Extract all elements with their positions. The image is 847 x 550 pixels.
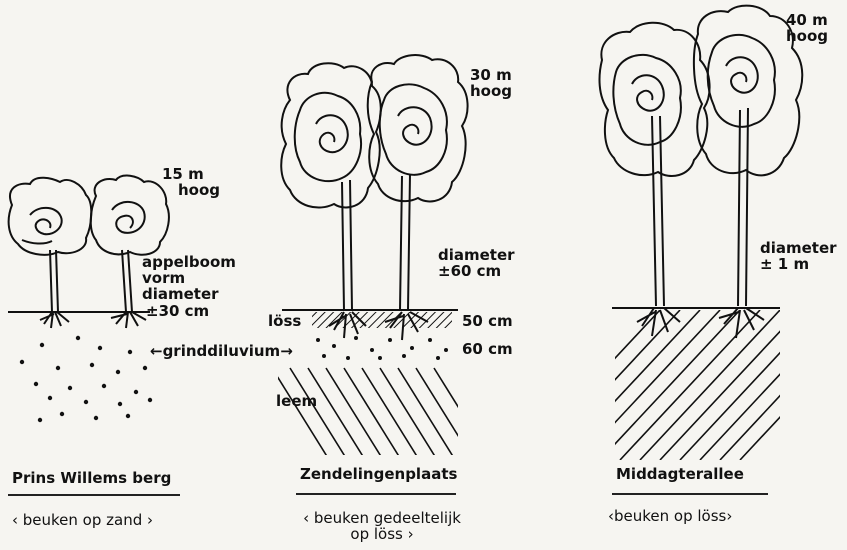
- caption-title-panel-2: Zendelingenplaats: [300, 466, 457, 482]
- crown-swirl: [316, 115, 348, 152]
- diameter-word: diameter: [142, 286, 236, 302]
- caption-subtitle-panel-1: ‹ beuken op zand ›: [12, 512, 153, 528]
- crown-outline: [91, 176, 169, 255]
- diameter-value: ± 1 m: [760, 256, 837, 272]
- crown-ring: [613, 55, 681, 145]
- crown-ring: [295, 93, 361, 181]
- crown-swirl: [726, 57, 758, 92]
- crown-swirl: [30, 208, 62, 234]
- height-unit-word: hoog: [470, 83, 512, 99]
- diameter-word: diameter: [438, 247, 515, 263]
- height-value: 15 m: [162, 166, 220, 182]
- height-unit-word: hoog: [162, 182, 220, 198]
- trunk: [400, 174, 410, 310]
- caption-subtitle-panel-2: ‹ beuken gedeeltelijk op löss ›: [282, 510, 482, 542]
- diameter-value: ±60 cm: [438, 263, 515, 279]
- tree-tall-right: [694, 6, 802, 338]
- crown-outline: [9, 178, 92, 255]
- caption-rule-panel-1: [8, 494, 180, 496]
- height-unit-word: hoog: [786, 28, 828, 44]
- shape-word: appelboom: [142, 254, 236, 270]
- crown-outline: [600, 23, 710, 176]
- caption-subtitle-panel-3: ‹beuken op löss›: [608, 508, 732, 524]
- leem-hatching: [272, 368, 490, 458]
- layer-label-leem: leem: [276, 393, 317, 409]
- crown-swirl: [632, 75, 664, 110]
- loss-layer: [312, 312, 452, 328]
- trunk: [342, 180, 352, 310]
- loss-hatching: [520, 310, 847, 460]
- tree-medium-left: [281, 63, 381, 338]
- tree-medium-right: [368, 55, 468, 340]
- diameter-word: diameter: [760, 240, 837, 256]
- soil-label-gravel: ←grinddiluvium→: [150, 343, 293, 359]
- diameter-value: ±30 cm: [142, 303, 236, 319]
- height-value: 40 m: [786, 12, 828, 28]
- shape-word-2: vorm: [142, 270, 236, 286]
- roots: [40, 312, 69, 328]
- caption-rule-panel-3: [612, 493, 768, 495]
- crown-swirl: [112, 202, 145, 233]
- height-label-panel-1: 15 m hoog: [162, 166, 220, 198]
- crown-ring: [708, 35, 775, 127]
- height-value: 30 m: [470, 67, 512, 83]
- diameter-label-panel-2: diameter ±60 cm: [438, 247, 515, 279]
- diameter-label-panel-1: appelboom vorm diameter ±30 cm: [142, 254, 236, 319]
- layer-label-loss: löss: [268, 313, 301, 329]
- roots: [111, 312, 146, 328]
- trunk: [122, 250, 132, 312]
- subtitle-line-2: op löss ›: [282, 526, 482, 542]
- tree-small-left: [9, 178, 92, 328]
- trunk: [50, 250, 58, 312]
- diameter-label-panel-3: diameter ± 1 m: [760, 240, 837, 272]
- depth-label-60: 60 cm: [462, 341, 513, 357]
- crown-swirl: [398, 107, 432, 144]
- depth-label-50: 50 cm: [462, 313, 513, 329]
- crown-ring: [380, 84, 447, 174]
- caption-rule-panel-2: [296, 493, 456, 495]
- caption-title-panel-1: Prins Willems berg: [12, 470, 171, 486]
- height-label-panel-3: 40 m hoog: [786, 12, 828, 44]
- subtitle-line-1: ‹ beuken gedeeltelijk: [282, 510, 482, 526]
- gravel-dots: [20, 336, 152, 422]
- trunk: [738, 108, 748, 306]
- caption-title-panel-3: Middagterallee: [616, 466, 744, 482]
- crown-outline: [281, 63, 381, 207]
- gravel-layer: [316, 336, 448, 360]
- height-label-panel-2: 30 m hoog: [470, 67, 512, 99]
